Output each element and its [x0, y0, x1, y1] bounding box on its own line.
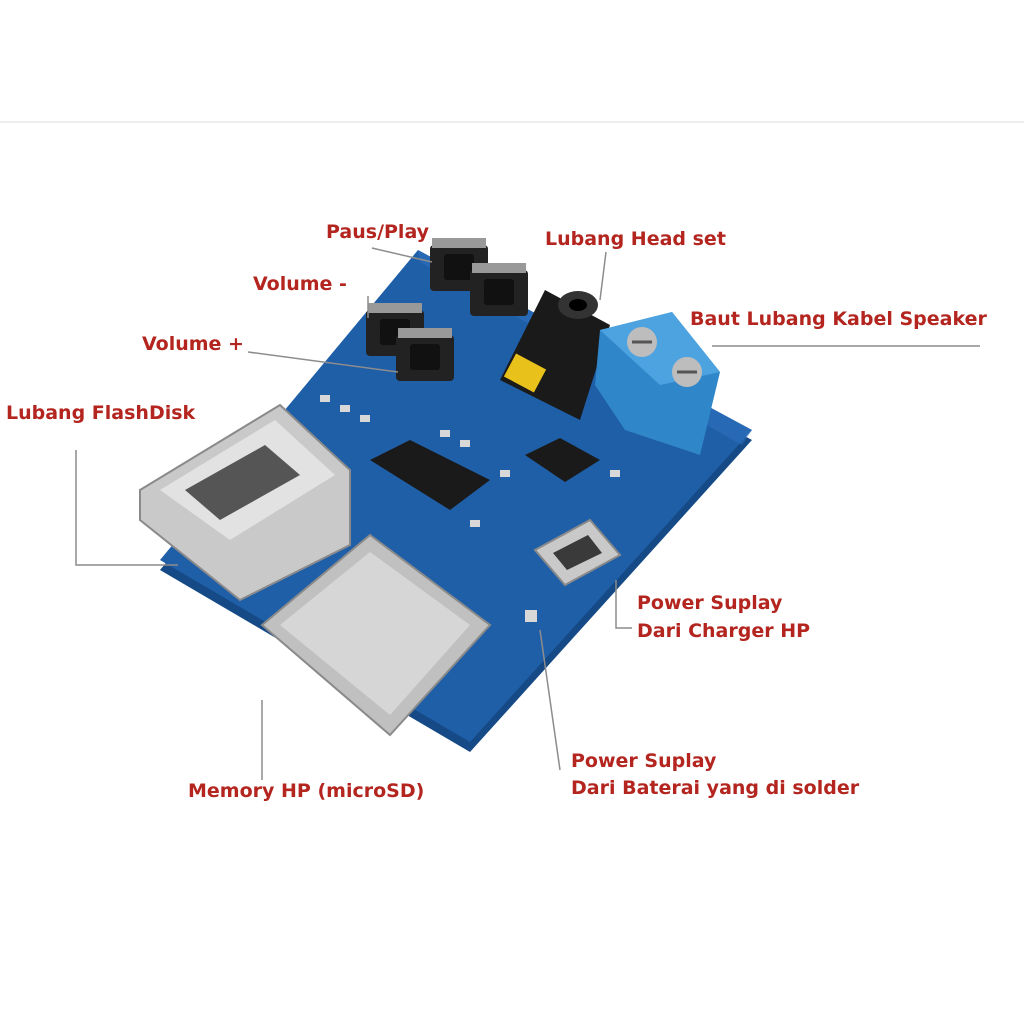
- leader-flashdisk: [75, 450, 178, 566]
- label-speaker: Baut Lubang Kabel Speaker: [690, 308, 987, 330]
- label-charger-line1: Power Suplay: [637, 592, 783, 614]
- ic-chips: [370, 438, 600, 510]
- headphone-jack: [500, 290, 610, 420]
- label-volume-plus: Volume +: [142, 333, 244, 355]
- leader-battery: [539, 629, 561, 771]
- micro-usb-port: [533, 518, 622, 587]
- battery-pad: [525, 610, 537, 622]
- leader-headset: [599, 251, 607, 301]
- usb-a-port: [139, 403, 351, 602]
- label-volume-minus: Volume -: [253, 273, 347, 295]
- leader-pause-play: [371, 247, 433, 263]
- button-next: [470, 263, 528, 316]
- label-charger-line2: Dari Charger HP: [637, 620, 811, 642]
- microsd-slot: [260, 533, 492, 737]
- label-pause-play: Paus/Play: [326, 221, 430, 243]
- screw-terminal: [595, 312, 720, 455]
- leader-charger: [615, 580, 632, 629]
- button-volume-plus: [396, 328, 454, 381]
- leader-lines: [75, 247, 980, 780]
- tactile-buttons: [366, 238, 528, 381]
- smd-components: [320, 395, 620, 527]
- label-battery-line1: Power Suplay: [571, 750, 717, 772]
- label-battery-line2: Dari Baterai yang di solder: [571, 777, 860, 799]
- label-headset: Lubang Head set: [545, 228, 726, 250]
- label-microsd: Memory HP (microSD): [188, 780, 425, 802]
- leader-volume-plus: [247, 351, 399, 373]
- label-flashdisk: Lubang FlashDisk: [6, 402, 196, 424]
